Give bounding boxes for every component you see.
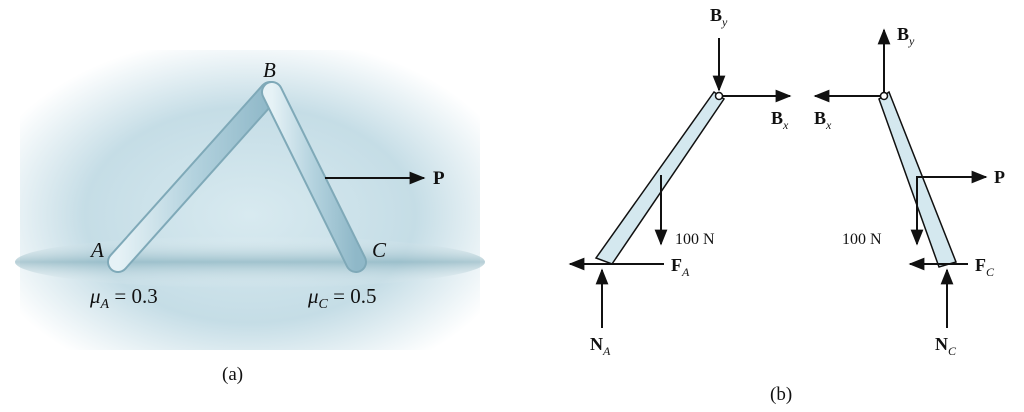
label-fc: FC (975, 255, 995, 279)
label-point-c: C (372, 238, 387, 262)
part-b-right-fbd: By Bx P 100 N FC NC (b) (770, 24, 1005, 405)
label-na: NA (590, 334, 611, 358)
part-b-left-fbd: By Bx 100 N FA NA (568, 5, 792, 358)
pin-b-left (714, 91, 724, 101)
label-point-a: A (89, 238, 104, 262)
photo-background (20, 50, 480, 350)
caption-b: (b) (770, 384, 792, 405)
caption-a: (a) (222, 364, 243, 385)
label-weight-right: 100 N (842, 231, 882, 248)
part-a-photo: B A C P μA = 0.3 μC = 0.5 (a) (15, 50, 485, 385)
label-force-p-b: P (994, 167, 1005, 187)
label-mu-c: μC = 0.5 (307, 284, 376, 312)
member-bc (263, 83, 365, 271)
label-point-b: B (263, 58, 276, 82)
label-by-right: By (897, 24, 915, 48)
label-mu-a: μA = 0.3 (89, 284, 158, 312)
label-by-left: By (710, 5, 728, 29)
label-bx-left: Bx (771, 108, 789, 132)
pin-b-right (879, 91, 889, 101)
label-bx-right: Bx (814, 108, 832, 132)
floor-shadow (15, 236, 485, 288)
label-weight-left: 100 N (675, 231, 715, 248)
member-ab (109, 83, 279, 271)
label-nc: NC (935, 334, 957, 358)
label-fa: FA (671, 255, 690, 279)
label-force-p-a: P (433, 168, 445, 189)
